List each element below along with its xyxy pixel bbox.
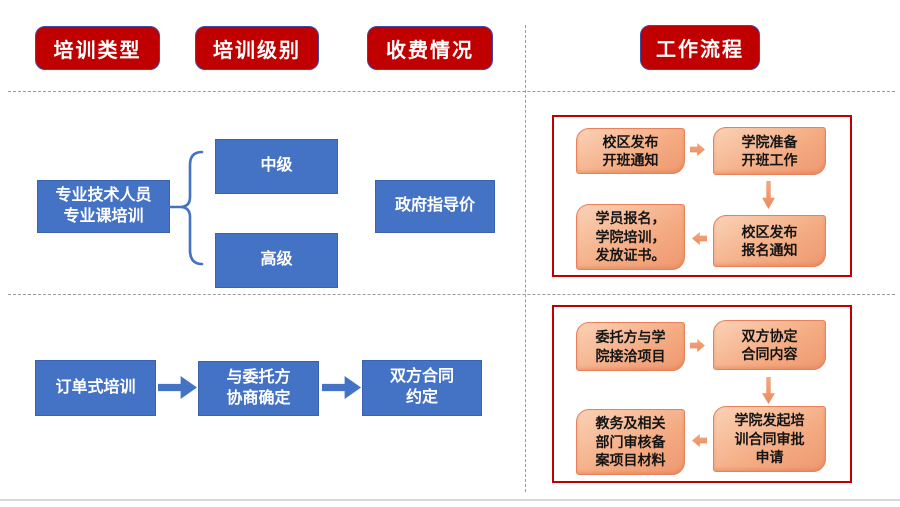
column-header-workflow: 工作流程: [640, 25, 760, 70]
step-college-prepare-class: 学院准备 开班工作: [713, 127, 826, 175]
box-negotiate-with-client: 与委托方 协商确定: [198, 361, 319, 416]
arrow-right-icon: [158, 376, 197, 399]
column-header-training-type: 培训类型: [35, 26, 160, 70]
column-header-training-level: 培训级别: [195, 26, 319, 70]
box-level-intermediate: 中级: [215, 139, 338, 194]
column-header-fee: 收费情况: [367, 26, 493, 70]
step-departments-review-materials: 教务及相关 部门审核备 案项目材料: [576, 409, 685, 475]
divider-horizontal-2: [8, 294, 895, 295]
step-agree-contract-content: 双方协定 合同内容: [713, 320, 826, 370]
arrow-right-icon: [322, 376, 361, 399]
step-client-college-contact: 委托方与学 院接洽项目: [576, 322, 685, 371]
box-level-advanced: 高级: [215, 233, 338, 288]
divider-vertical: [525, 25, 526, 492]
box-professional-training: 专业技术人员 专业课培训: [37, 180, 170, 233]
divider-horizontal-1: [8, 91, 895, 92]
step-enroll-train-certify: 学员报名， 学院培训， 发放证书。: [576, 204, 685, 270]
step-campus-announce-enrollment: 校区发布 报名通知: [713, 215, 826, 267]
slide-bottom-edge: [0, 499, 900, 501]
box-order-training: 订单式培训: [35, 360, 156, 416]
box-government-guided-price: 政府指导价: [375, 180, 495, 233]
step-college-initiate-approval: 学院发起培 训合同审批 申请: [713, 406, 826, 472]
brace-icon: [168, 150, 204, 266]
step-campus-announce-class: 校区发布 开班通知: [576, 128, 685, 174]
box-contract-agreement: 双方合同 约定: [362, 360, 482, 416]
